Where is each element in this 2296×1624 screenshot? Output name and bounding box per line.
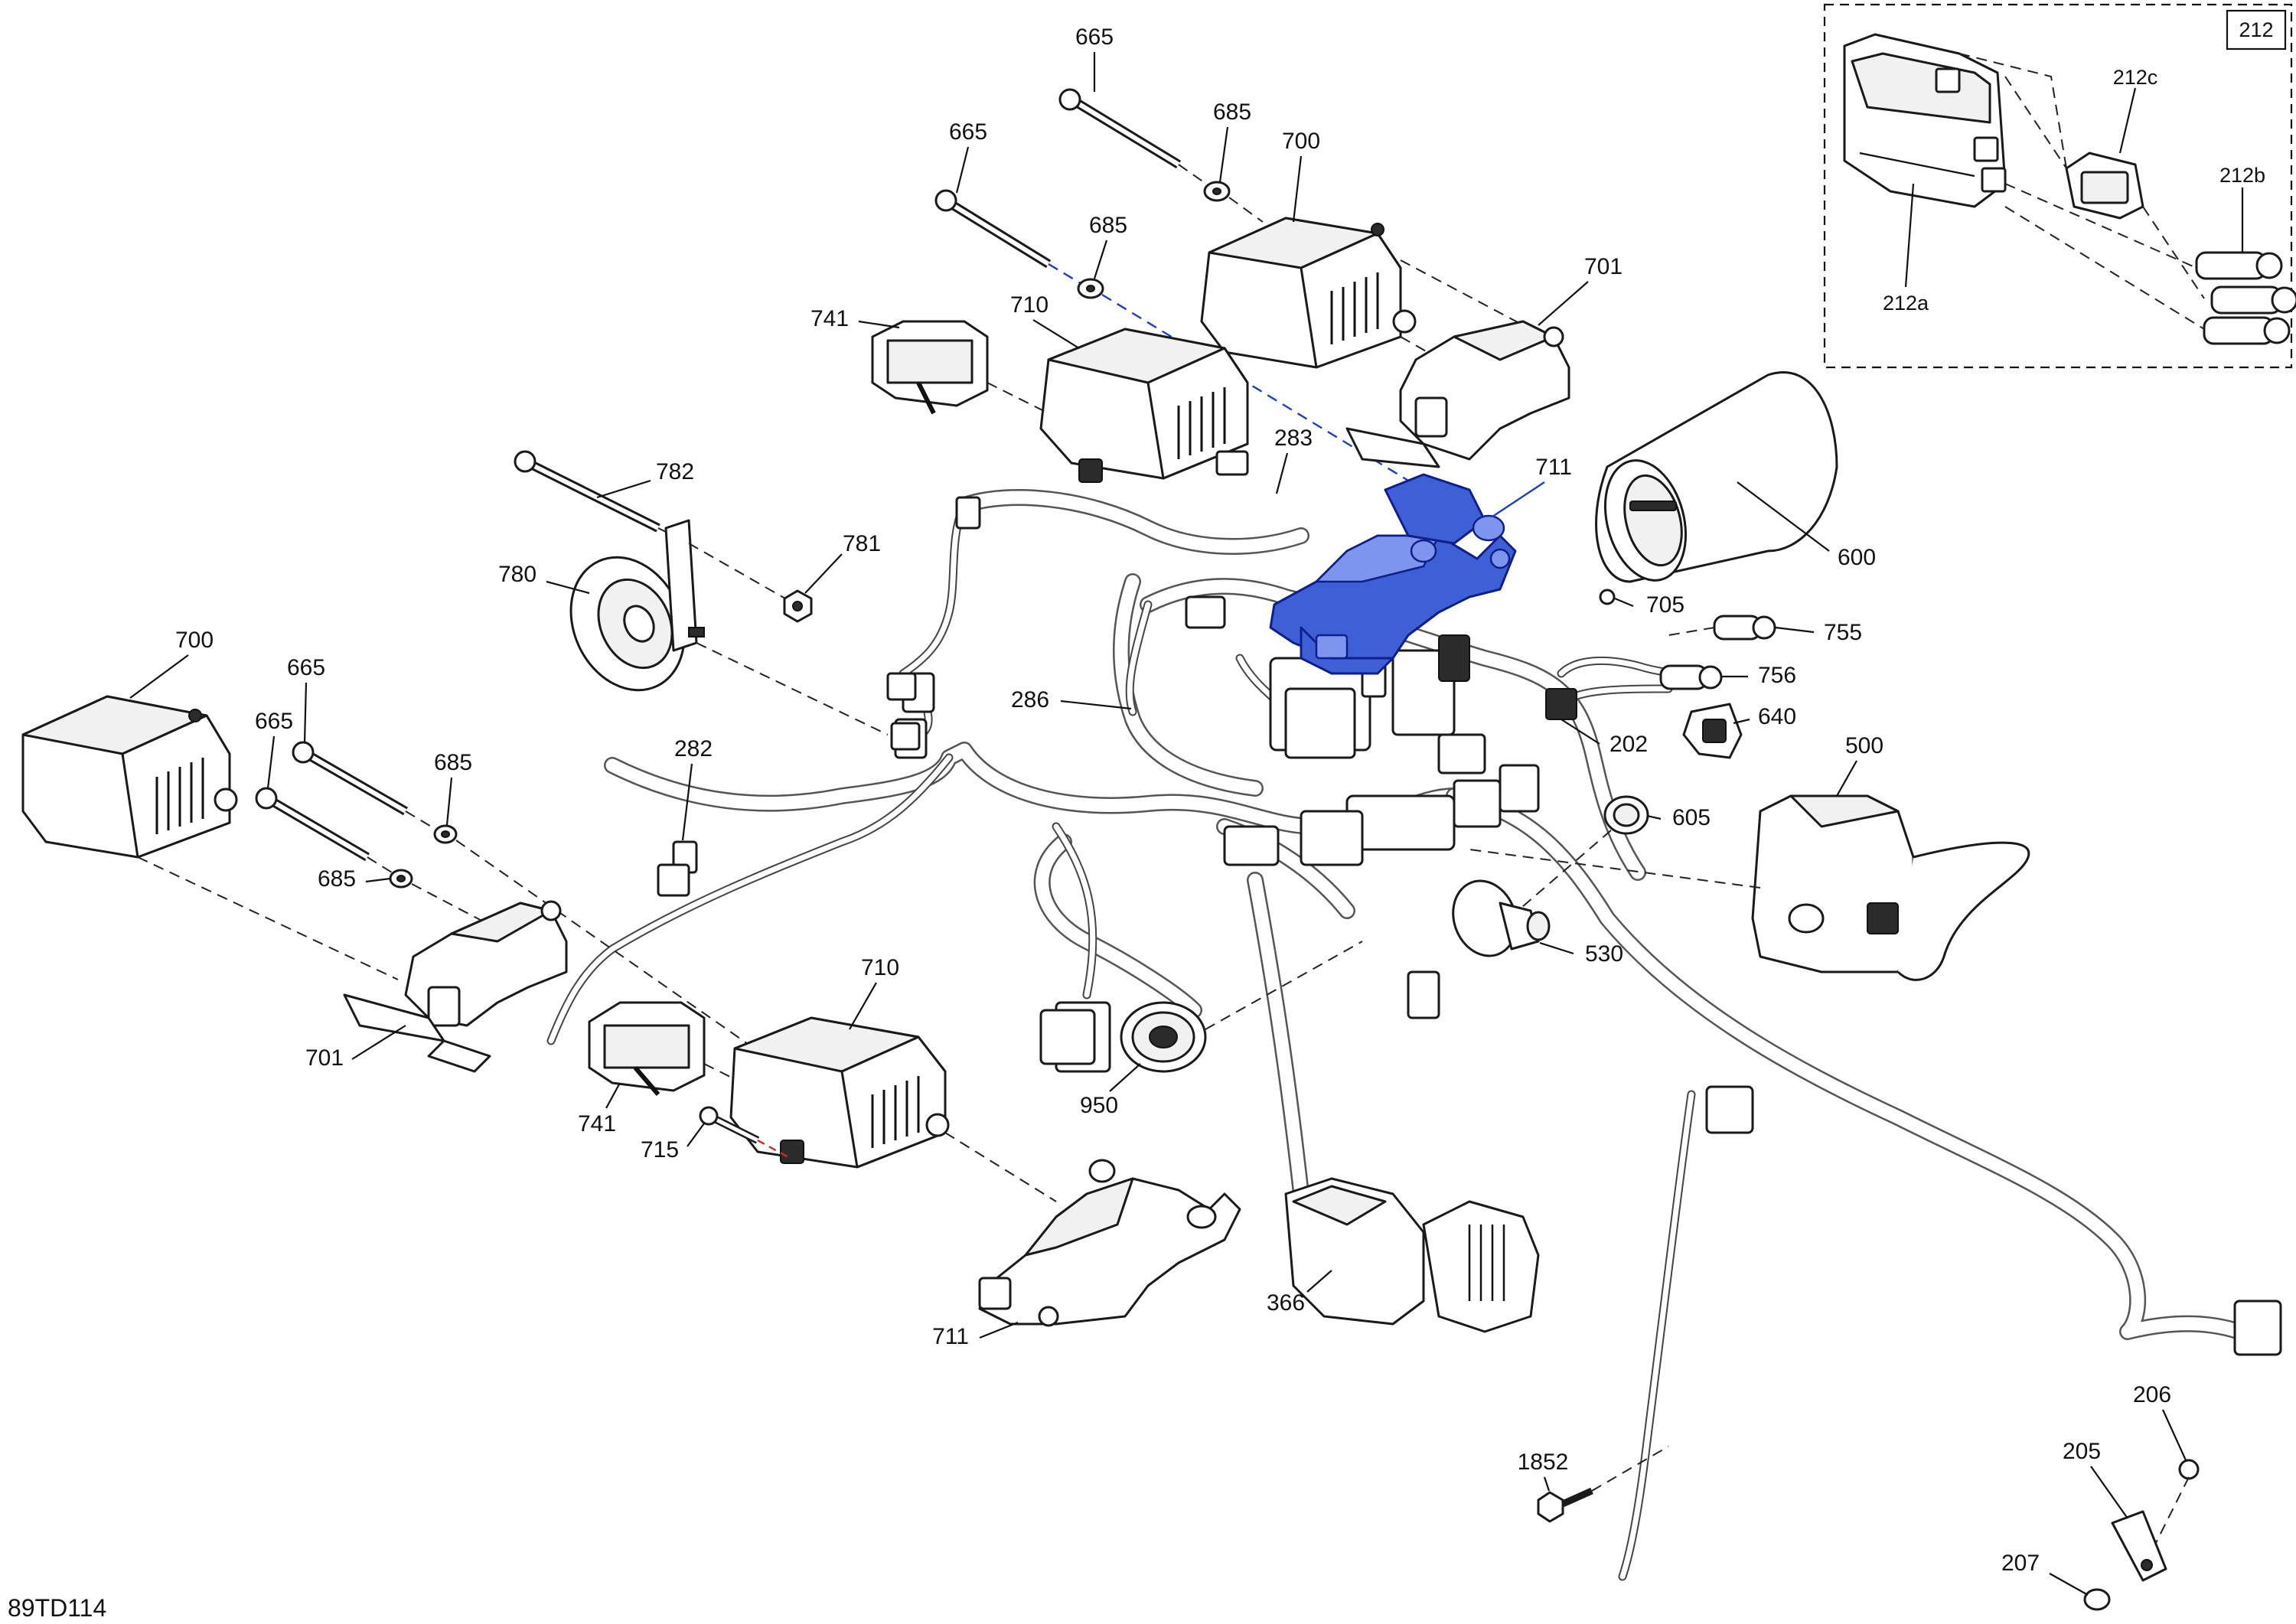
- callout-212b: 212b: [2219, 164, 2265, 187]
- callout-780: 780: [498, 562, 536, 587]
- washer-685-left-b: [389, 869, 536, 950]
- cluster-600: [1595, 371, 1838, 583]
- washer-685-top: [1203, 181, 1264, 223]
- bolt-665-mid: [934, 189, 1088, 289]
- terminal-lock-212c: [2065, 152, 2144, 220]
- callout-711-bottom: 711: [932, 1324, 969, 1349]
- nut-781: [783, 589, 813, 623]
- central-connector-cluster: [1223, 634, 1577, 866]
- bracket-711-highlighted: [1269, 473, 1517, 675]
- callout-705: 705: [1646, 592, 1684, 618]
- callout-756: 756: [1758, 663, 1796, 688]
- callout-665-left-b: 665: [255, 709, 293, 734]
- horn-780: [569, 519, 889, 735]
- tie-207: [2083, 1588, 2111, 1611]
- callout-700-left: 700: [175, 628, 214, 653]
- light-755: [1668, 615, 1776, 641]
- callout-206: 206: [2133, 1382, 2171, 1407]
- switch-500: [1469, 794, 2030, 981]
- module-700-top: [1200, 217, 1531, 399]
- bolt-1852: [1537, 1446, 1669, 1523]
- horn-wire-connectors: [886, 672, 921, 751]
- callout-755: 755: [1824, 620, 1862, 645]
- power-outlet-950: [1039, 941, 1363, 1073]
- screw-705: [1599, 589, 1616, 605]
- callout-950: 950: [1080, 1093, 1118, 1118]
- bolt-665-top: [1058, 88, 1218, 192]
- callout-665-mid: 665: [949, 119, 987, 145]
- terminal-seals-212b: [2195, 251, 2296, 345]
- callout-500: 500: [1845, 733, 1883, 758]
- nut-206: [2142, 1459, 2200, 1570]
- clip-205: [2111, 1510, 2167, 1582]
- bolt-665-left-a: [292, 741, 445, 835]
- sensor-530: [1452, 879, 1551, 957]
- callout-212a: 212a: [1883, 292, 1929, 315]
- callout-701-bottom: 701: [305, 1045, 344, 1071]
- callout-741-top: 741: [810, 306, 849, 331]
- screw-715: [699, 1106, 789, 1159]
- callout-1852: 1852: [1518, 1450, 1569, 1475]
- throttle-body-366: [1284, 1177, 1540, 1333]
- callout-205: 205: [2063, 1439, 2101, 1464]
- callout-741-bottom: 741: [578, 1111, 616, 1136]
- callout-781: 781: [843, 531, 881, 556]
- callout-366: 366: [1267, 1290, 1305, 1316]
- bracket-711-bottom: [978, 1159, 1241, 1327]
- callout-605: 605: [1672, 805, 1711, 830]
- bracket-701-left: [343, 900, 568, 1073]
- callout-685-top: 685: [1213, 99, 1251, 125]
- bolt-782: [514, 450, 674, 536]
- inset-label-box: [2226, 9, 2287, 51]
- callout-685-left-b: 685: [318, 866, 356, 892]
- callout-600: 600: [1838, 545, 1876, 570]
- connector-housing-212a: [1843, 33, 2007, 208]
- callout-640: 640: [1758, 704, 1796, 729]
- callout-530: 530: [1585, 941, 1623, 967]
- washer-685-mid: [1077, 278, 1424, 491]
- callout-665-top: 665: [1075, 24, 1114, 50]
- callout-685-left-a: 685: [434, 750, 472, 775]
- light-756: [1659, 664, 1723, 690]
- bracket-701-top: [1345, 320, 1570, 468]
- main-wiring-harness: [604, 489, 2281, 1355]
- document-code: 89TD114: [8, 1594, 106, 1622]
- callout-711-highlighted: 711: [1535, 455, 1572, 480]
- plug-741-bottom: [588, 1001, 735, 1096]
- callout-701-top: 701: [1584, 254, 1623, 279]
- callout-700-top: 700: [1282, 129, 1320, 154]
- plug-741-top: [871, 320, 1049, 415]
- callout-282: 282: [674, 736, 713, 761]
- module-710-top: [1039, 328, 1249, 483]
- callout-715: 715: [641, 1137, 679, 1163]
- callout-710-bottom: 710: [861, 955, 899, 980]
- callout-283: 283: [1274, 426, 1313, 451]
- callout-782: 782: [656, 459, 694, 484]
- callout-207: 207: [2001, 1551, 2040, 1576]
- callout-202: 202: [1609, 732, 1648, 757]
- washer-685-left-a: [433, 824, 766, 1057]
- callout-286: 286: [1011, 687, 1049, 713]
- module-710-bottom: [729, 1016, 1057, 1202]
- module-700-left: [21, 695, 399, 980]
- callout-212c: 212c: [2113, 66, 2158, 89]
- inset-212: 212 212c: [1823, 3, 2296, 369]
- grommet-605: [1499, 795, 1649, 927]
- inset-label: 212: [2239, 18, 2273, 41]
- callout-710-top: 710: [1010, 292, 1049, 318]
- callouts: 665 685 700 665 685 741 710 701 711 283 …: [129, 24, 2187, 1596]
- callout-685-mid: 685: [1089, 213, 1127, 238]
- secondary-wires: [546, 501, 1696, 1581]
- connector-640: [1682, 703, 1743, 759]
- bolt-665-left-b: [255, 787, 399, 877]
- callout-665-left-a: 665: [287, 655, 325, 680]
